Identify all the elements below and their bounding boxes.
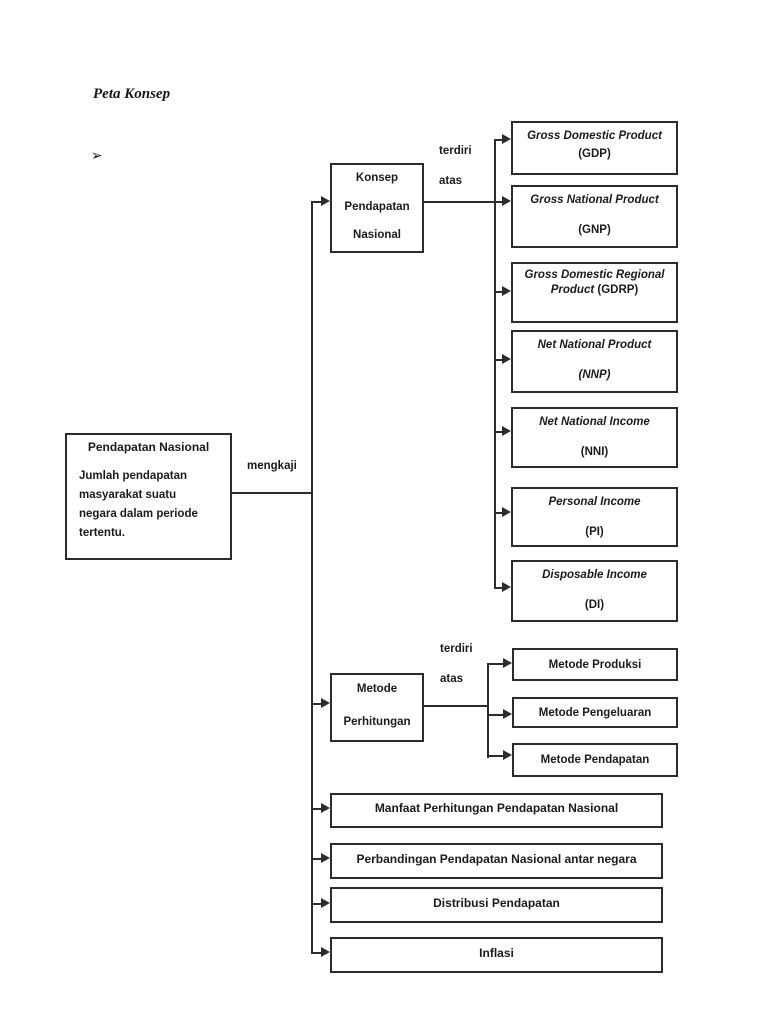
- connector-gdrp: [494, 291, 503, 293]
- leaf-node-pi: Personal Income (PI): [511, 487, 678, 547]
- connector-distribusi: [311, 903, 322, 905]
- arrowhead-konsep-icon: [321, 196, 330, 206]
- leaf-node-di: Disposable Income (DI): [511, 560, 678, 622]
- connector-pendapatan: [487, 755, 504, 757]
- topic-node-perbandingan: Perbandingan Pendapatan Nasional antar n…: [330, 843, 663, 879]
- connector-root-to-spine: [232, 492, 313, 494]
- connector-konsep-to-leaves: [424, 201, 503, 203]
- leaf-node-metode-produksi: Metode Produksi: [512, 648, 678, 681]
- arrowhead-pi-icon: [502, 507, 511, 517]
- arrowhead-manfaat-icon: [321, 803, 330, 813]
- konsep-branch-rail: [494, 139, 496, 589]
- topic-node-distribusi: Distribusi Pendapatan: [330, 887, 663, 923]
- connector-nni: [494, 431, 503, 433]
- connector-spine-to-metode: [311, 703, 322, 705]
- arrow-bullet-icon: ➢: [91, 147, 103, 163]
- metode-branch-rail: [487, 663, 489, 758]
- arrowhead-perbandingan-icon: [321, 853, 330, 863]
- connector-pi: [494, 512, 503, 514]
- edge-label-terdiri-atas-konsep: terdiri atas: [439, 145, 472, 187]
- leaf-node-nni: Net National Income (NNI): [511, 407, 678, 468]
- connector-perbandingan: [311, 858, 322, 860]
- spine-line: [311, 201, 313, 954]
- connector-nnp: [494, 359, 503, 361]
- arrowhead-pengeluaran-icon: [503, 709, 512, 719]
- leaf-node-metode-pengeluaran: Metode Pengeluaran: [512, 697, 678, 728]
- branch-node-metode-perhitungan: Metode Perhitungan: [330, 673, 424, 742]
- root-node-pendapatan-nasional: Pendapatan Nasional Jumlah pendapatan ma…: [65, 433, 232, 560]
- leaf-node-gnp: Gross National Product (GNP): [511, 185, 678, 248]
- connector-metode-to-rail: [424, 705, 489, 707]
- arrowhead-gdrp-icon: [502, 286, 511, 296]
- connector-produksi: [487, 663, 504, 665]
- root-node-title: Pendapatan Nasional: [87, 440, 210, 454]
- arrowhead-di-icon: [502, 582, 511, 592]
- connector-pengeluaran: [487, 714, 504, 716]
- arrowhead-pendapatan-icon: [503, 750, 512, 760]
- leaf-node-nnp: Net National Product (NNP): [511, 330, 678, 393]
- arrowhead-metode-icon: [321, 698, 330, 708]
- edge-label-terdiri-atas-metode: terdiri atas: [440, 643, 473, 685]
- leaf-node-gdp: Gross Domestic Product (GDP): [511, 121, 678, 175]
- topic-node-manfaat: Manfaat Perhitungan Pendapatan Nasional: [330, 793, 663, 828]
- arrowhead-distribusi-icon: [321, 898, 330, 908]
- branch-node-konsep-pendapatan-nasional: Konsep Pendapatan Nasional: [330, 163, 424, 253]
- connector-gdp: [494, 139, 503, 141]
- connector-spine-to-konsep: [311, 201, 322, 203]
- connector-di: [494, 587, 503, 589]
- arrowhead-gnp-icon: [502, 196, 511, 206]
- connector-manfaat: [311, 808, 322, 810]
- root-node-description: Jumlah pendapatan masyarakat suatu negar…: [79, 470, 198, 539]
- leaf-node-gdrp: Gross Domestic Regional Product (GDRP): [511, 262, 678, 323]
- arrowhead-nni-icon: [502, 426, 511, 436]
- connector-inflasi: [311, 952, 322, 954]
- page-title: Peta Konsep: [93, 86, 171, 102]
- leaf-node-metode-pendapatan: Metode Pendapatan: [512, 743, 678, 777]
- arrowhead-gdp-icon: [502, 134, 511, 144]
- arrowhead-produksi-icon: [503, 658, 512, 668]
- topic-node-inflasi: Inflasi: [330, 937, 663, 973]
- arrowhead-inflasi-icon: [321, 947, 330, 957]
- arrowhead-nnp-icon: [502, 354, 511, 364]
- edge-label-mengkaji: mengkaji: [247, 460, 297, 472]
